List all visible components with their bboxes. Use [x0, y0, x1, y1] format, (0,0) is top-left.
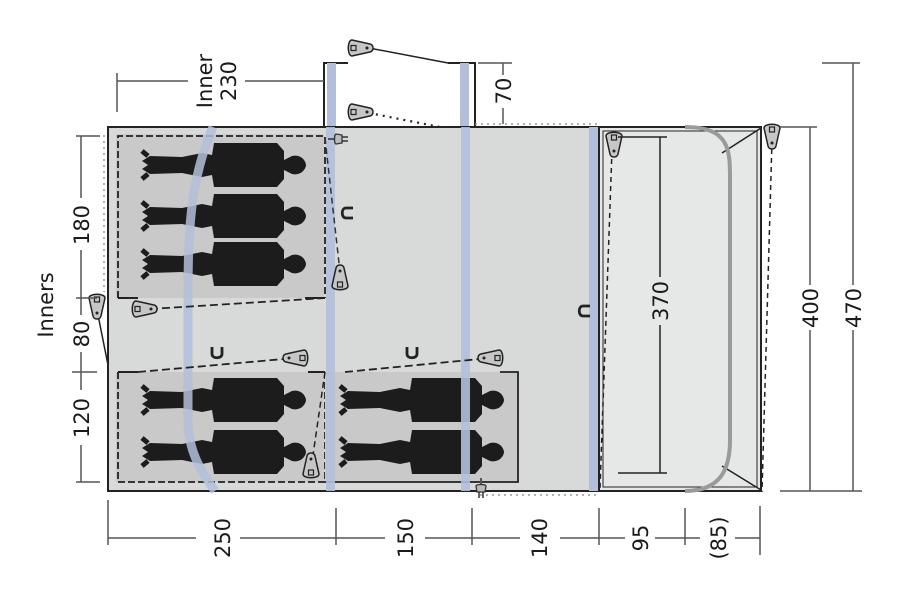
svg-text:140: 140: [528, 518, 552, 558]
inner-width-dimension: Inner 230: [116, 53, 324, 112]
inner-width-value: 230: [217, 61, 241, 101]
left-dimensions: 180 80 120 Inners: [34, 135, 100, 483]
inners-label: Inners: [34, 272, 58, 337]
peg-icon: [763, 123, 781, 150]
right-dimensions: 400 470: [780, 62, 866, 492]
svg-text:70: 70: [492, 78, 516, 105]
peg-icon: [347, 39, 374, 57]
guy-lines: [88, 137, 504, 479]
canopy-inner-dimension: 370: [649, 281, 673, 321]
svg-text:95: 95: [629, 525, 653, 552]
peg-icon: [347, 103, 374, 121]
inner-room-1: [116, 134, 326, 299]
inner-label: Inner: [193, 53, 217, 108]
svg-text:250: 250: [211, 518, 235, 558]
front-porch-extension: [323, 39, 476, 129]
svg-text:180: 180: [70, 205, 94, 245]
svg-text:470: 470: [842, 288, 866, 328]
extension-depth-dimension: 70: [478, 62, 516, 124]
canopy-section: 370: [598, 123, 781, 493]
svg-text:150: 150: [394, 518, 418, 558]
svg-text:120: 120: [70, 398, 94, 438]
inner-room-2: [116, 371, 326, 483]
inner-room-3: [325, 371, 519, 483]
svg-text:(85): (85): [707, 516, 731, 559]
air-poles: [183, 125, 598, 494]
svg-text:400: 400: [799, 288, 823, 328]
svg-text:80: 80: [70, 321, 94, 348]
bottom-dimensions: 250 150 140 95 (85): [107, 500, 761, 560]
